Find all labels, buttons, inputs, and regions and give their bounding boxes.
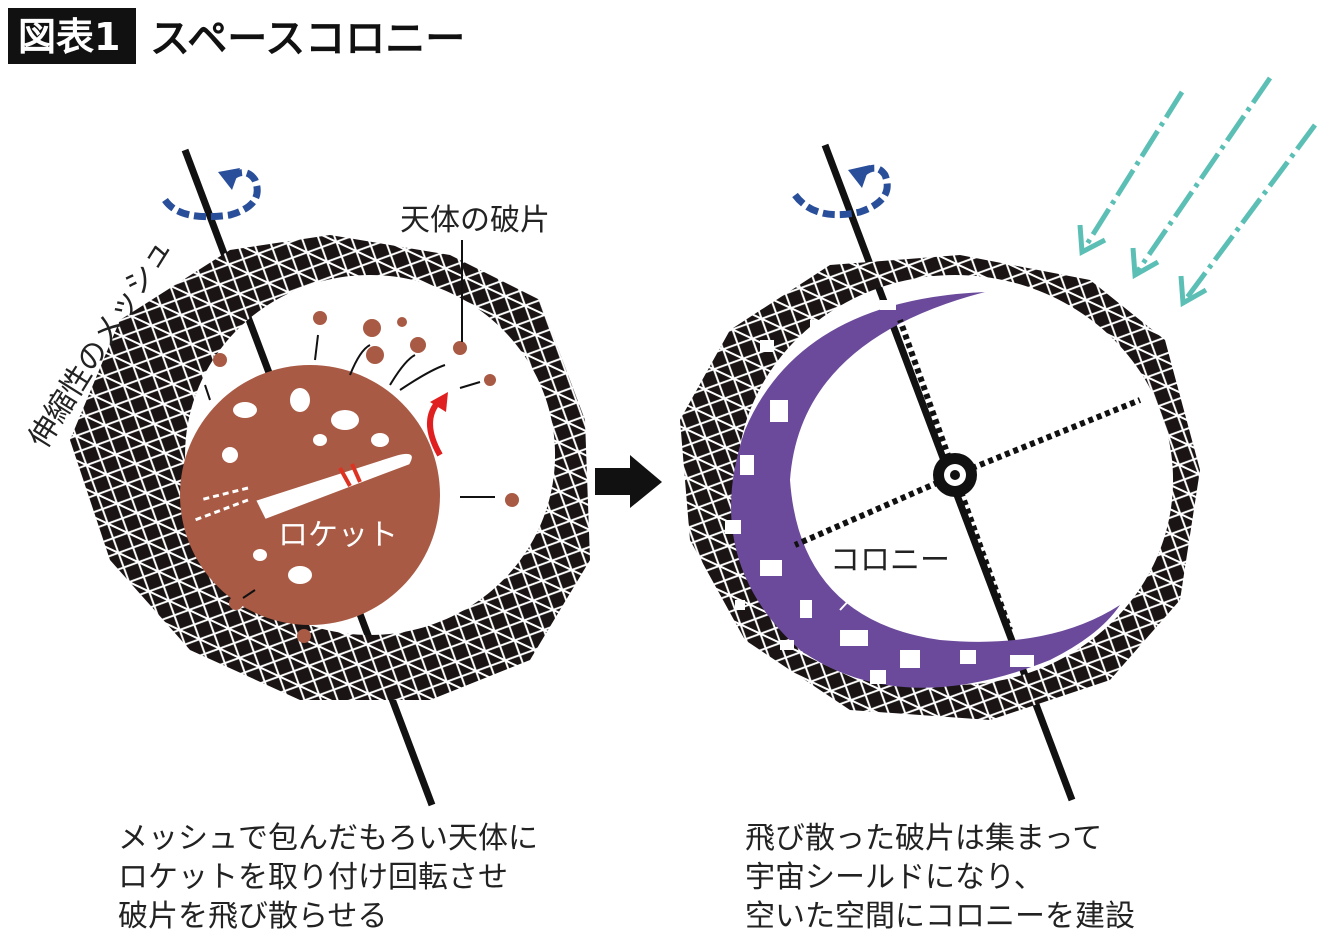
svg-text:破片を飛び散らせる: 破片を飛び散らせる [118, 899, 387, 934]
debris-arrows [204, 334, 495, 599]
figure-badge-text: 図表1 [18, 15, 120, 59]
colony-crescent [731, 292, 1120, 688]
svg-text:宇宙シールドになり、: 宇宙シールドになり、 [745, 860, 1044, 895]
right-panel: コロニー [680, 76, 1318, 802]
svg-text:メッシュで包んだもろい天体に: メッシュで包んだもろい天体に [118, 821, 538, 856]
colony-label: コロニー [830, 543, 950, 578]
left-caption: メッシュで包んだもろい天体に ロケットを取り付け回転させ 破片を飛び散らせる [118, 821, 538, 934]
rotation-arrow-icon [792, 164, 891, 219]
figure-header: 図表1 スペースコロニー [8, 8, 465, 64]
svg-text:空いた空間にコロニーを建設: 空いた空間にコロニーを建設 [745, 899, 1135, 934]
right-caption: 飛び散った破片は集まって 宇宙シールドになり、 空いた空間にコロニーを建設 [745, 821, 1135, 934]
rocket-spin-arrow-icon [427, 397, 443, 457]
figure-badge [8, 8, 136, 64]
colony-buildings [725, 300, 1034, 684]
svg-text:ロケットを取り付け回転させ: ロケットを取り付け回転させ [118, 860, 508, 895]
transition-arrow-icon [595, 455, 662, 508]
rocket [253, 452, 414, 522]
asteroid-craters [222, 388, 389, 584]
debris-pieces [213, 311, 519, 643]
rotation-arrow-icon [162, 169, 261, 221]
debris-label: 天体の破片 [400, 203, 550, 238]
colony-spokes [793, 318, 1142, 632]
figure-title: スペースコロニー [150, 16, 465, 62]
svg-text:飛び散った破片は集まって: 飛び散った破片は集まって [745, 821, 1102, 856]
rocket-label: ロケット [278, 518, 398, 553]
elastic-mesh-ring [70, 235, 590, 700]
left-panel: ロケット 天体の破片 伸縮性のメッシュ [22, 148, 590, 807]
cosmic-radiation-arrows [1077, 76, 1318, 308]
